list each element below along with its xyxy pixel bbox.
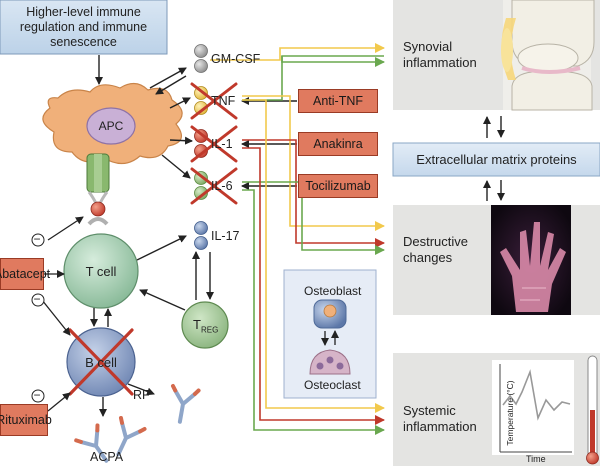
systemic-label: Systemic inflammation bbox=[403, 403, 477, 434]
bone-cells-box bbox=[283, 269, 377, 399]
chart-ylabel: Temperature (°C) bbox=[505, 380, 515, 446]
acpa-label: ACPA bbox=[90, 450, 124, 464]
inhibit-symbol-1-label: − bbox=[33, 232, 41, 246]
il17-label: IL-17 bbox=[211, 229, 240, 243]
bcell-to-rf-arrow bbox=[127, 383, 155, 396]
il1-to-systemic-arrow bbox=[242, 147, 385, 425]
apc-to-tnf-arrow bbox=[169, 97, 191, 109]
apc-to-gmcsf-arrow bbox=[149, 67, 187, 89]
apc-to-il6-arrow bbox=[161, 154, 191, 179]
il6-cross-icon bbox=[190, 167, 238, 205]
abatacept-to-bcell-arrow bbox=[41, 299, 71, 336]
gmcsf-label: GM-CSF bbox=[211, 52, 261, 66]
rituximab-arrow bbox=[47, 392, 71, 412]
inhibit-symbol-2 bbox=[31, 293, 45, 307]
temperature-trace bbox=[502, 369, 571, 421]
tnf-label: TNF bbox=[211, 94, 236, 108]
osteoblast-label: Osteoblast bbox=[304, 284, 362, 298]
ecm-destructive-arrows bbox=[483, 180, 505, 201]
tocilizumab-drug-box: Tocilizumab bbox=[298, 174, 378, 198]
il6-label: IL-6 bbox=[211, 179, 233, 193]
antibody-acpa-icon-2 bbox=[116, 416, 147, 457]
apc-nucleus bbox=[86, 107, 136, 145]
antigen-peptide bbox=[90, 201, 106, 217]
tnf-to-systemic-arrow bbox=[242, 99, 385, 413]
rf-label: RF bbox=[133, 388, 150, 402]
treg-to-tcell-arrow bbox=[139, 289, 186, 311]
antitnf-drug-box: Anti-TNF bbox=[298, 89, 378, 113]
treg-label-sub: REG bbox=[200, 325, 219, 335]
gmcsf-to-apc-arrow bbox=[155, 75, 187, 95]
treg-label: TREG bbox=[193, 317, 218, 335]
inhibit-symbol-2-label: − bbox=[33, 292, 41, 306]
il1-label: IL-1 bbox=[211, 137, 233, 151]
bcell-label: B cell bbox=[85, 354, 117, 370]
gmcsf-to-synovial-arrow bbox=[210, 43, 385, 61]
ecm-label: Extracellular matrix proteins bbox=[416, 152, 577, 167]
chart-xlabel: Time bbox=[526, 454, 546, 464]
apc-to-il1-arrow bbox=[169, 136, 193, 145]
tnf-icon bbox=[194, 86, 208, 115]
tnf-to-destructive-arrow bbox=[242, 95, 385, 231]
synovial-ecm-arrows bbox=[483, 116, 505, 138]
ecm-box bbox=[392, 142, 600, 177]
inhibit-symbol-3-label: − bbox=[33, 388, 41, 402]
knee-joint-icon bbox=[501, 0, 595, 111]
senescence-box bbox=[0, 0, 168, 55]
abatacept-drug-box: Abatacept bbox=[0, 258, 50, 290]
treg-cell bbox=[181, 301, 229, 349]
antibody-acpa-icon-1 bbox=[74, 423, 109, 463]
il1-cross-icon bbox=[190, 125, 238, 163]
tcell-to-il17-arrow bbox=[136, 235, 187, 261]
rituximab-drug-box: Rituximab bbox=[0, 404, 52, 436]
il6-to-systemic-arrow bbox=[242, 189, 385, 435]
tnf-cross-icon bbox=[190, 82, 238, 120]
tcell-label: T cell bbox=[85, 263, 117, 279]
tcr-receptor bbox=[87, 217, 109, 226]
osteoclast-label: Osteoclast bbox=[304, 378, 361, 392]
hand-xray-image bbox=[491, 205, 571, 315]
gmcsf-icon bbox=[194, 44, 208, 73]
destructive-label: Destructive changes bbox=[403, 234, 469, 265]
abatacept-arrow bbox=[47, 216, 84, 241]
senescence-label: Higher-level immune regulation and immun… bbox=[19, 4, 148, 49]
temperature-chart bbox=[492, 360, 574, 455]
thermometer-icon bbox=[586, 355, 599, 465]
osteoblast-nucleus bbox=[323, 304, 337, 318]
apc-label: APC bbox=[98, 119, 124, 133]
synovial-label: Synovial inflammation bbox=[403, 39, 477, 70]
antibody-rf-icon bbox=[170, 383, 201, 424]
treg-label-main: T bbox=[193, 317, 201, 332]
inhibit-symbol-1 bbox=[31, 233, 45, 247]
anakinra-drug-box: Anakinra bbox=[298, 132, 378, 156]
il6-to-destructive-arrow bbox=[242, 181, 385, 255]
il17-icon bbox=[194, 221, 208, 250]
inhibit-symbol-3 bbox=[31, 389, 45, 403]
pathway-to-synovial-arrow bbox=[281, 56, 385, 67]
b-cell-cross-icon bbox=[68, 328, 134, 396]
il1-to-destructive-arrow bbox=[242, 139, 385, 248]
